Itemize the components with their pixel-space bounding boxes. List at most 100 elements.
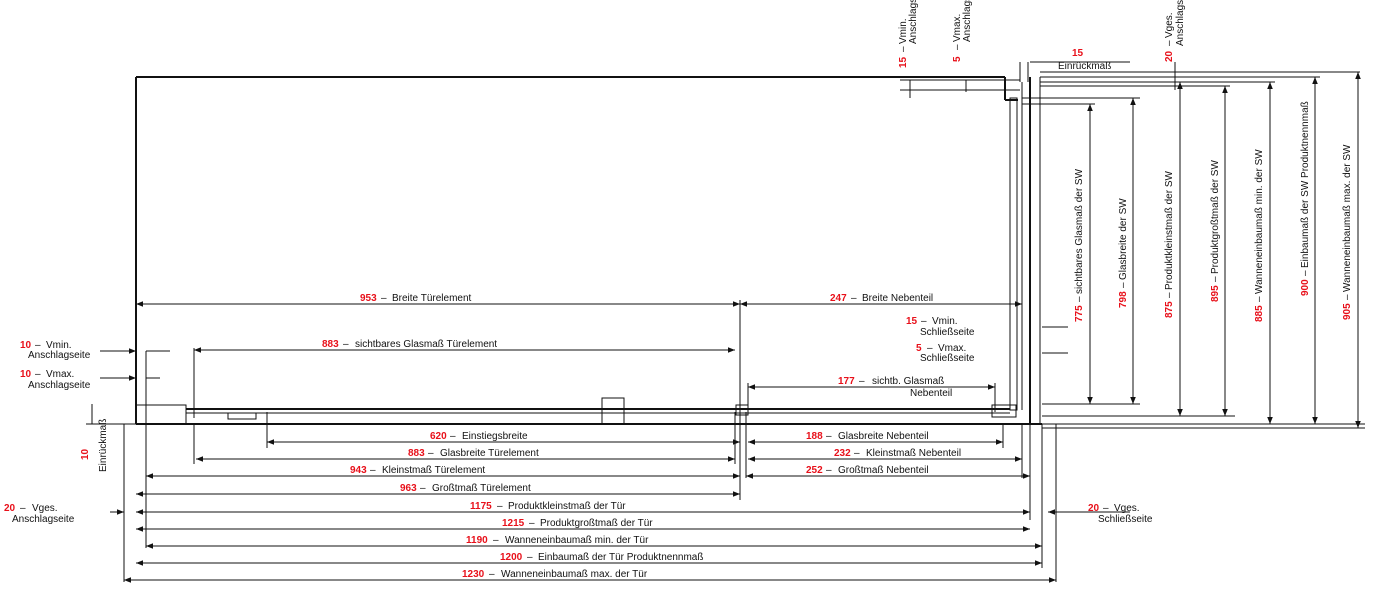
- left-vmin-dash: –: [35, 340, 41, 351]
- shower-outline: [135, 62, 1042, 425]
- einbau-text: Einbaumaß der Tür Produktnennmaß: [538, 552, 703, 563]
- v798-num: 798: [1118, 291, 1129, 308]
- einstieg-dash: –: [450, 431, 456, 442]
- top-vmin-dash: –: [898, 46, 909, 52]
- sichtbar-dash: –: [343, 339, 349, 350]
- door-roller: [227, 412, 257, 420]
- prodgross-text: Produktgroßtmaß der Tür: [540, 518, 653, 529]
- prodklein-num: 1175: [470, 501, 492, 512]
- right-vmin-sub: Schließseite: [920, 327, 975, 338]
- v895-dash: –: [1210, 276, 1221, 282]
- top-vmax-sub: Anschlagseite: [962, 0, 973, 42]
- breite-neben-num: 247: [830, 293, 847, 304]
- right-vmin-num: 15: [906, 316, 918, 327]
- left-vmin-text: Vmin.: [46, 340, 72, 351]
- left-vmin-sub: Anschlagseite: [28, 350, 91, 361]
- v900-text: Einbaumaß der SW Produktnennmaß: [1300, 101, 1311, 268]
- right-vmax-dash: –: [927, 343, 933, 354]
- v875-text: Produktkleinstmaß der SW: [1164, 171, 1175, 290]
- kleinneben-text: Kleinstmaß Nebenteil: [866, 448, 961, 459]
- einbau-dash: –: [527, 552, 533, 563]
- grossneben-num: 252: [806, 465, 823, 476]
- grossneben-dash: –: [826, 465, 832, 476]
- top-vmin-text: Vmin.: [898, 18, 909, 44]
- right-vmax-num: 5: [916, 343, 922, 354]
- breite-tuer-text: Breite Türelement: [392, 293, 472, 304]
- v798-dash: –: [1118, 282, 1129, 288]
- right-vmax-text: Vmax.: [938, 343, 966, 354]
- prodklein-dash: –: [497, 501, 503, 512]
- top-vmax-num: 5: [952, 56, 963, 62]
- glasneben-num: 188: [806, 431, 823, 442]
- top-einrueck-num: 15: [1072, 48, 1084, 59]
- klein-text: Kleinstmaß Türelement: [382, 465, 485, 476]
- top-vges-num: 20: [1164, 50, 1175, 62]
- right-vges-num: 20: [1088, 503, 1100, 514]
- left-vmin-num: 10: [20, 340, 32, 351]
- wannemax-num: 1230: [462, 569, 485, 580]
- glasbreite-num: 883: [408, 448, 425, 459]
- v895-num: 895: [1210, 285, 1221, 302]
- top-vges-text: Vges.: [1164, 12, 1175, 38]
- v905-num: 905: [1342, 303, 1353, 320]
- top-vges-sub: Anschlagseite: [1175, 0, 1186, 46]
- v885-text: Wanneneinbaumaß min. der SW: [1254, 149, 1265, 294]
- gross-dash: –: [420, 483, 426, 494]
- sichtb-neben-text: sichtb. Glasmaß: [872, 376, 944, 387]
- top-vmax-dash: –: [952, 44, 963, 50]
- v875-num: 875: [1164, 301, 1175, 318]
- left-vmax-num: 10: [20, 369, 32, 380]
- sichtbar-text: sichtbares Glasmaß Türelement: [355, 339, 497, 350]
- v798-text: Glasbreite der SW: [1118, 198, 1129, 280]
- breite-tuer-dash: –: [381, 293, 387, 304]
- glasneben-dash: –: [826, 431, 832, 442]
- top-vmin-num: 15: [898, 56, 909, 68]
- right-side-dimensions: 15 – Vmin. Schließseite 5 – Vmax. Schlie…: [906, 316, 1153, 582]
- v895-text: Produktgroßtmaß der SW: [1210, 160, 1221, 274]
- klein-num: 943: [350, 465, 367, 476]
- kleinneben-dash: –: [854, 448, 860, 459]
- sichtb-neben-dash: –: [859, 376, 865, 387]
- wannemax-text: Wanneneinbaumaß max. der Tür: [501, 569, 648, 580]
- breite-tuer-num: 953: [360, 293, 377, 304]
- prodklein-text: Produktkleinstmaß der Tür: [508, 501, 626, 512]
- v900-num: 900: [1300, 279, 1311, 296]
- right-vmin-text: Vmin.: [932, 316, 958, 327]
- left-vges-num: 20: [4, 503, 16, 514]
- gross-text: Großtmaß Türelement: [432, 483, 531, 494]
- sichtb-neben-num: 177: [838, 376, 855, 387]
- upper-dimensions: 953 – Breite Türelement 247 – Breite Neb…: [136, 293, 1022, 500]
- vertical-dimensions: 775 – sichtbares Glasmaß der SW 798 – Gl…: [1022, 71, 1365, 429]
- side-panel-glass: [1009, 97, 1018, 411]
- top-einrueck-text: Einrückmaß: [1058, 61, 1111, 72]
- right-vges-text: Vges.: [1114, 503, 1140, 514]
- grossneben-text: Großtmaß Nebenteil: [838, 465, 929, 476]
- left-dimensions: 10 – Vmin. Anschlagseite 10 – Vmax. Ansc…: [4, 340, 170, 582]
- wannemin-num: 1190: [466, 535, 488, 546]
- left-vmax-text: Vmax.: [46, 369, 74, 380]
- v885-num: 885: [1254, 305, 1265, 322]
- breite-neben-text: Breite Nebenteil: [862, 293, 933, 304]
- corner-profile: [991, 404, 1017, 418]
- v775-dash: –: [1074, 296, 1085, 302]
- right-vmax-sub: Schließseite: [920, 353, 975, 364]
- v905-dash: –: [1342, 294, 1353, 300]
- glasbreite-dash: –: [428, 448, 434, 459]
- wannemax-dash: –: [489, 569, 495, 580]
- v775-num: 775: [1074, 305, 1085, 322]
- right-vges-dash: –: [1103, 503, 1109, 514]
- breite-neben-dash: –: [851, 293, 857, 304]
- wannemin-dash: –: [493, 535, 499, 546]
- left-vges-sub: Anschlagseite: [12, 514, 75, 525]
- v900-dash: –: [1300, 270, 1311, 276]
- gross-num: 963: [400, 483, 417, 494]
- left-wall-profile: [135, 404, 187, 425]
- right-vges-sub: Schließseite: [1098, 514, 1153, 525]
- einstieg-num: 620: [430, 431, 447, 442]
- glasbreite-text: Glasbreite Türelement: [440, 448, 539, 459]
- left-vges-text: Vges.: [32, 503, 58, 514]
- right-vmin-dash: –: [921, 316, 927, 327]
- left-vges-dash: –: [20, 503, 26, 514]
- v905-text: Wanneneinbaumaß max. der SW: [1342, 144, 1353, 292]
